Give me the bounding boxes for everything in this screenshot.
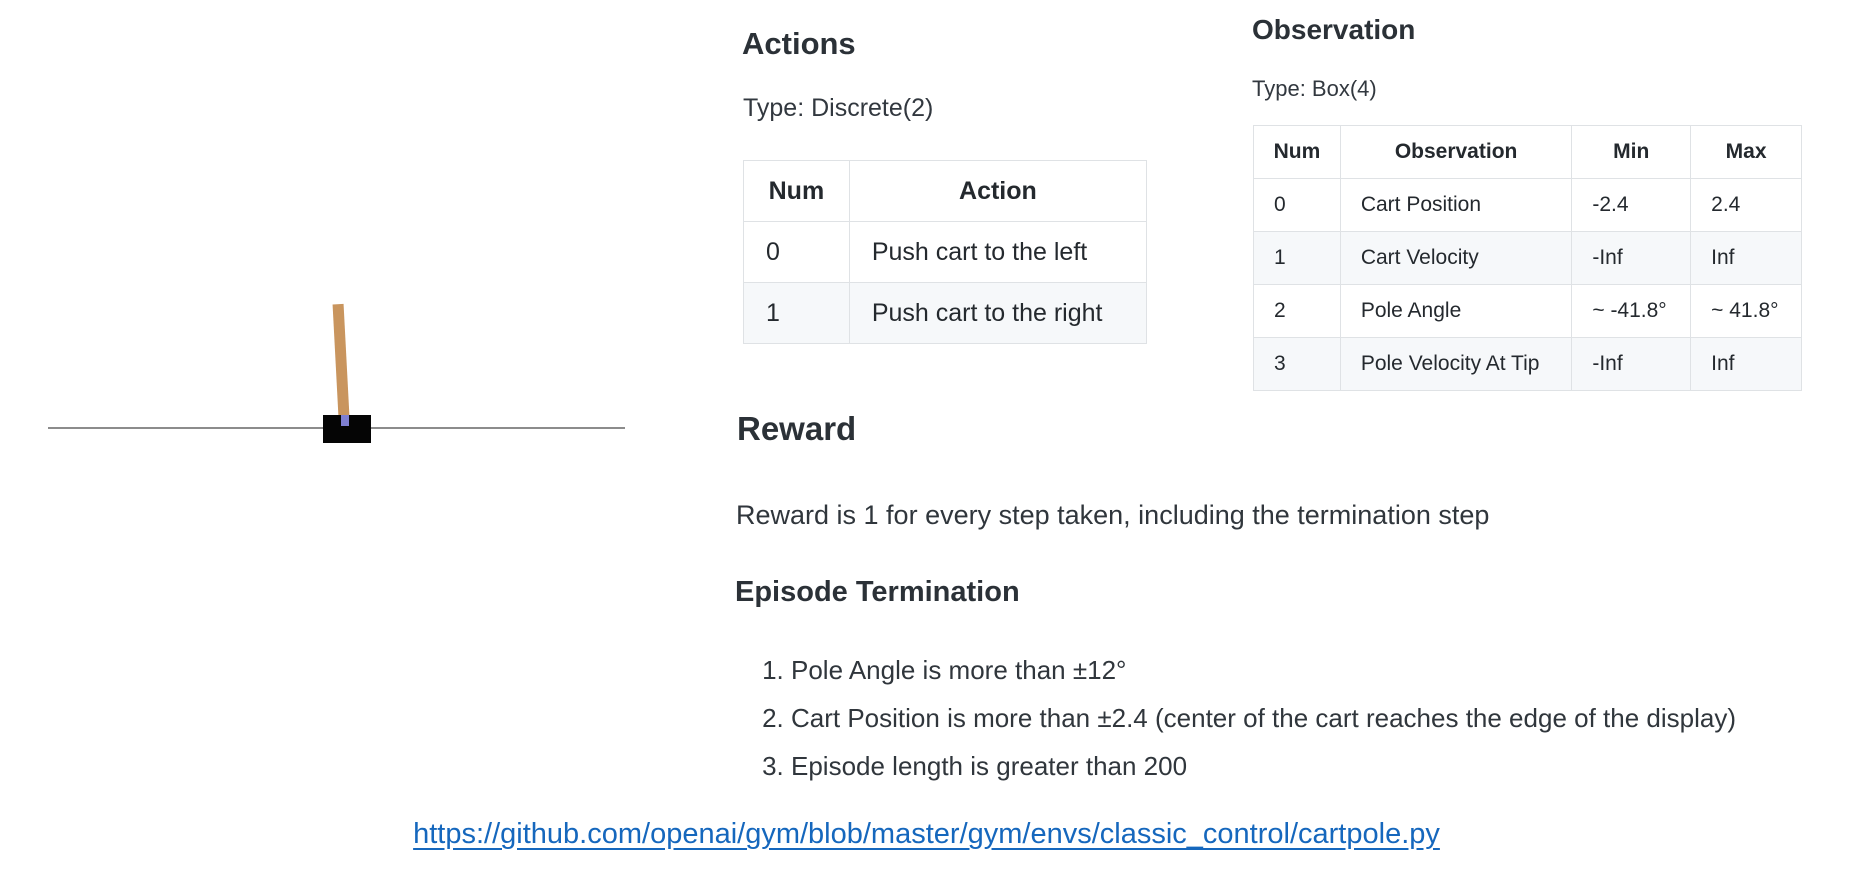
observation-table-row: 2 Pole Angle ~ -41.8° ~ 41.8°	[1253, 284, 1802, 338]
observation-cell-num: 3	[1253, 337, 1341, 391]
observation-cell-num: 0	[1253, 178, 1341, 232]
reward-description: Reward is 1 for every step taken, includ…	[736, 500, 1490, 530]
observation-type-label: Type: Box(4)	[1252, 76, 1377, 101]
observation-header-num: Num	[1253, 125, 1341, 179]
episode-termination-title: Episode Termination	[735, 576, 1020, 608]
observation-cell-max: Inf	[1690, 337, 1802, 391]
reward-title: Reward	[737, 410, 857, 447]
observation-header-max: Max	[1690, 125, 1802, 179]
actions-cell-num: 0	[743, 221, 850, 283]
termination-item: Cart Position is more than ±2.4 (center …	[791, 700, 1736, 736]
observation-table-row: 1 Cart Velocity -Inf Inf	[1253, 231, 1802, 285]
observation-cell-max: ~ 41.8°	[1690, 284, 1802, 338]
actions-cell-action: Push cart to the right	[848, 282, 1148, 344]
observation-cell-num: 1	[1253, 231, 1341, 285]
observation-table-row: 0 Cart Position -2.4 2.4	[1253, 178, 1802, 232]
observation-cell-min: -Inf	[1571, 231, 1692, 285]
actions-cell-num: 1	[743, 282, 850, 344]
observation-header-min: Min	[1571, 125, 1692, 179]
actions-type-label: Type: Discrete(2)	[743, 94, 934, 122]
observation-header-observation: Observation	[1339, 125, 1573, 179]
actions-table: Num Action 0 Push cart to the left 1 Pus…	[743, 160, 1148, 344]
observation-title: Observation	[1252, 14, 1416, 45]
observation-table-header-row: Num Observation Min Max	[1253, 125, 1802, 179]
actions-table-row: 0 Push cart to the left	[743, 221, 1148, 283]
observation-cell-max: 2.4	[1690, 178, 1802, 232]
observation-cell-name: Pole Velocity At Tip	[1339, 337, 1573, 391]
cartpole-pole	[332, 303, 350, 428]
observation-cell-name: Cart Position	[1339, 178, 1573, 232]
source-link-row: https://github.com/openai/gym/blob/maste…	[0, 818, 1853, 851]
actions-table-header-row: Num Action	[743, 160, 1148, 222]
observation-cell-name: Pole Angle	[1339, 284, 1573, 338]
actions-table-row: 1 Push cart to the right	[743, 282, 1148, 344]
actions-header-action: Action	[848, 160, 1148, 222]
actions-cell-action: Push cart to the left	[848, 221, 1148, 283]
observation-cell-num: 2	[1253, 284, 1341, 338]
termination-item: Pole Angle is more than ±12°	[791, 652, 1736, 688]
termination-item: Episode length is greater than 200	[791, 748, 1736, 784]
cartpole-axle	[341, 415, 349, 426]
observation-cell-name: Cart Velocity	[1339, 231, 1573, 285]
observation-cell-max: Inf	[1690, 231, 1802, 285]
observation-cell-min: ~ -41.8°	[1571, 284, 1692, 338]
actions-header-num: Num	[743, 160, 850, 222]
observation-cell-min: -Inf	[1571, 337, 1692, 391]
cartpole-figure	[0, 0, 700, 500]
observation-table-row: 3 Pole Velocity At Tip -Inf Inf	[1253, 337, 1802, 391]
observation-cell-min: -2.4	[1571, 178, 1692, 232]
actions-title: Actions	[742, 26, 856, 61]
source-link[interactable]: https://github.com/openai/gym/blob/maste…	[413, 818, 1440, 850]
episode-termination-list: Pole Angle is more than ±12° Cart Positi…	[745, 652, 1736, 796]
observation-table: Num Observation Min Max 0 Cart Position …	[1253, 125, 1802, 391]
